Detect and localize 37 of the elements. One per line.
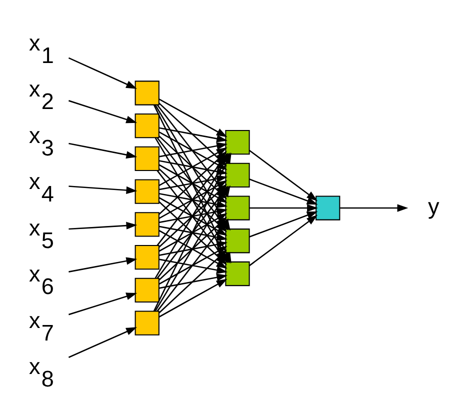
arrow	[68, 185, 137, 194]
arrow	[68, 326, 137, 358]
node-box	[134, 277, 159, 302]
arrow	[68, 256, 137, 272]
node-box	[224, 129, 250, 154]
arrow	[68, 142, 137, 158]
node-box	[224, 162, 250, 187]
node-box	[224, 260, 250, 286]
arrow	[248, 210, 318, 237]
node-box	[224, 195, 250, 220]
arrow	[68, 292, 137, 315]
arrow	[248, 178, 318, 204]
arrow	[158, 273, 228, 288]
arrow	[158, 278, 227, 318]
node-box	[134, 244, 159, 270]
arrow	[158, 142, 228, 157]
arrow	[158, 258, 228, 274]
node-box	[134, 310, 159, 335]
arrow	[68, 100, 137, 123]
node-box	[224, 228, 250, 253]
node-box	[134, 212, 159, 236]
arrow	[158, 98, 227, 137]
node-box	[315, 195, 340, 220]
node-box	[134, 113, 159, 138]
node-box	[134, 146, 159, 171]
node-text: y	[428, 193, 439, 218]
arrow	[158, 240, 228, 256]
node-box	[134, 80, 159, 105]
arrow	[248, 204, 318, 212]
node-box	[134, 178, 159, 204]
arrow	[340, 204, 408, 212]
arrow	[248, 214, 318, 266]
arrow	[158, 207, 228, 223]
arrow	[68, 221, 137, 230]
arrow	[248, 149, 318, 201]
arrow	[68, 56, 136, 88]
arrow	[158, 126, 228, 142]
